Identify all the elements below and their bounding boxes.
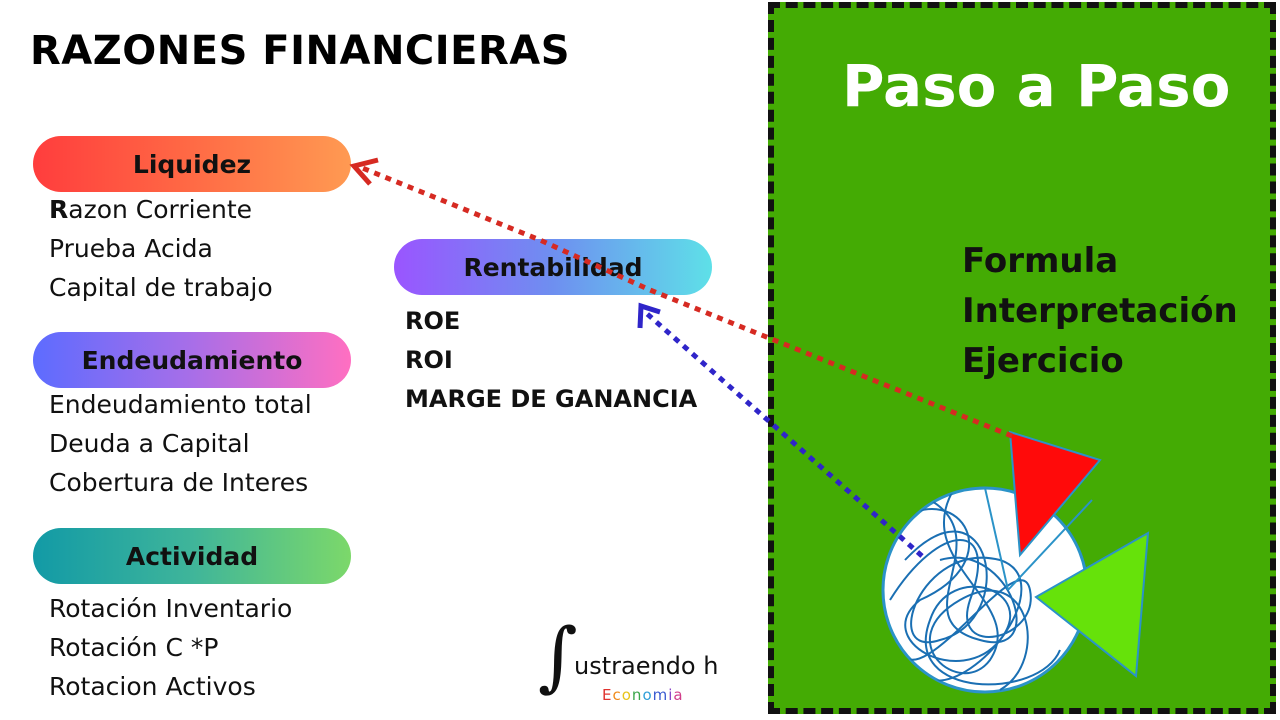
step-list: Formula Interpretación Ejercicio [962, 236, 1238, 386]
list-item: ROI [405, 346, 453, 374]
initial-letter: R [49, 195, 69, 224]
item-text: azon Corriente [68, 195, 253, 224]
list-item: ROE [405, 307, 461, 335]
red-arrow-head [349, 157, 379, 186]
step-item: Formula [962, 241, 1119, 281]
brand-logo: ∫ ustraendo h Economia [538, 618, 738, 714]
actividad-list: Rotación Inventario Rotación C *P Rotaci… [49, 589, 292, 706]
logo-letter: n [631, 686, 643, 704]
category-label: Liquidez [132, 149, 252, 179]
list-item: Cobertura de Interes [49, 468, 309, 497]
category-label: Rentabilidad [463, 252, 643, 282]
endeudamiento-list: Endeudamiento total Deuda a Capital Cobe… [49, 385, 312, 502]
logo-letter: c [612, 686, 622, 704]
red-arrow-line [359, 164, 1013, 439]
blue-arrow-head [637, 302, 661, 329]
liquidez-list: Razon Corriente Prueba Acida Capital de … [49, 190, 273, 307]
logo-letter: i [668, 686, 674, 704]
list-item: Capital de trabajo [49, 273, 273, 302]
logo-letter: a [673, 686, 684, 704]
list-item: Rotación Inventario [49, 594, 293, 623]
list-item: Prueba Acida [49, 234, 213, 263]
category-label: Endeudamiento [81, 345, 303, 375]
category-pill-liquidez: Liquidez [33, 136, 351, 192]
page-title: RAZONES FINANCIERAS [30, 28, 571, 74]
list-item: Razon Corriente [49, 190, 273, 229]
list-item: Rotación C *P [49, 633, 219, 662]
list-item: Endeudamiento total [49, 390, 312, 419]
integral-icon: ∫ [538, 611, 578, 700]
logo-text: ustraendo h [574, 652, 719, 680]
list-item: Rotacion Activos [49, 672, 256, 701]
blue-arrow-line [643, 310, 924, 558]
list-item: MARGE DE GANANCIA [405, 385, 698, 413]
logo-letter: o [642, 686, 653, 704]
logo-subtitle: Economia [602, 686, 684, 704]
category-pill-endeudamiento: Endeudamiento [33, 332, 351, 388]
logo-letter: E [602, 686, 613, 704]
pie-chart-icon [881, 430, 1150, 694]
green-slice [1034, 531, 1150, 678]
list-item: Deuda a Capital [49, 429, 250, 458]
category-pill-actividad: Actividad [33, 528, 351, 584]
step-item: Ejercicio [962, 341, 1124, 381]
panel-title: Paso a Paso [842, 52, 1231, 120]
category-label: Actividad [125, 541, 259, 571]
rentabilidad-list: ROE ROI MARGE DE GANANCIA [405, 302, 697, 419]
logo-letter: o [621, 686, 632, 704]
logo-letter: m [652, 686, 669, 704]
step-item: Interpretación [962, 291, 1238, 331]
category-pill-rentabilidad: Rentabilidad [394, 239, 712, 295]
red-slice [1008, 430, 1102, 558]
